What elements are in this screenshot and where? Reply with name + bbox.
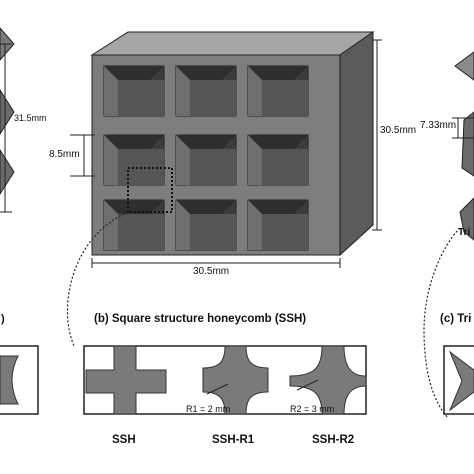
left-detail-box <box>0 345 39 415</box>
ssh-cell-label: 8.5mm <box>49 149 80 160</box>
ssh-height-dimension: 30.5mm <box>372 39 416 231</box>
ssh-width-dimension: 30.5mm <box>91 258 341 277</box>
ssh-width-label: 30.5mm <box>193 266 229 277</box>
honeycomb-cell <box>247 65 309 117</box>
right-dim-label: 7.33mm <box>420 120 456 131</box>
left-height-label: 31.5mm <box>14 113 47 123</box>
right-shape-3 <box>459 197 474 241</box>
right-detail-shape <box>448 350 474 412</box>
honeycomb-cells <box>103 65 309 251</box>
honeycomb-cell <box>175 65 237 117</box>
right-caption-fragment: (c) Tri <box>440 313 471 325</box>
ssh-r1-shape <box>202 345 269 415</box>
ssh-height-label: 30.5mm <box>380 125 416 136</box>
ssh-r2-label: SSH-R2 <box>312 434 354 446</box>
honeycomb-cell <box>103 65 165 117</box>
honeycomb-cell <box>247 134 309 186</box>
ssh-detail-box: R1 = 2 mm R2 = 3 mm <box>83 345 367 415</box>
honeycomb-cell <box>103 134 165 186</box>
right-partial-structure: 7.33mm Tri <box>420 51 474 241</box>
ssh-label: SSH <box>112 434 136 446</box>
left-detail-shape <box>0 355 19 405</box>
ssh-r2-shape <box>289 345 367 415</box>
right-shape-1 <box>454 51 474 81</box>
left-partial-structure: 31.5mm <box>0 27 47 213</box>
r1-note: R1 = 2 mm <box>186 404 230 414</box>
right-shape-2 <box>461 111 474 177</box>
ssh-cube <box>90 31 375 257</box>
cube-top-face <box>90 31 375 56</box>
honeycomb-cell <box>103 199 165 251</box>
r2-note: R2 = 3 mm <box>290 404 334 414</box>
right-detail-box <box>443 345 474 415</box>
ssh-cross-shape <box>85 345 167 415</box>
honeycomb-cell <box>247 199 309 251</box>
zoom-region-box <box>127 167 173 213</box>
ssh-zoom-connector <box>66 211 129 347</box>
ssh-caption: (b) Square structure honeycomb (SSH) <box>94 313 306 325</box>
ssh-r1-label: SSH-R1 <box>212 434 255 446</box>
left-diamond-3 <box>0 149 15 195</box>
right-fragment-label: Tri <box>458 227 470 238</box>
cube-side-face <box>339 31 374 257</box>
left-caption-fragment: ) <box>1 313 5 325</box>
honeycomb-cell <box>175 199 237 251</box>
honeycomb-cell <box>175 134 237 186</box>
left-diamond-2 <box>0 89 15 135</box>
ssh-cell-dimension: 8.5mm <box>49 134 95 177</box>
